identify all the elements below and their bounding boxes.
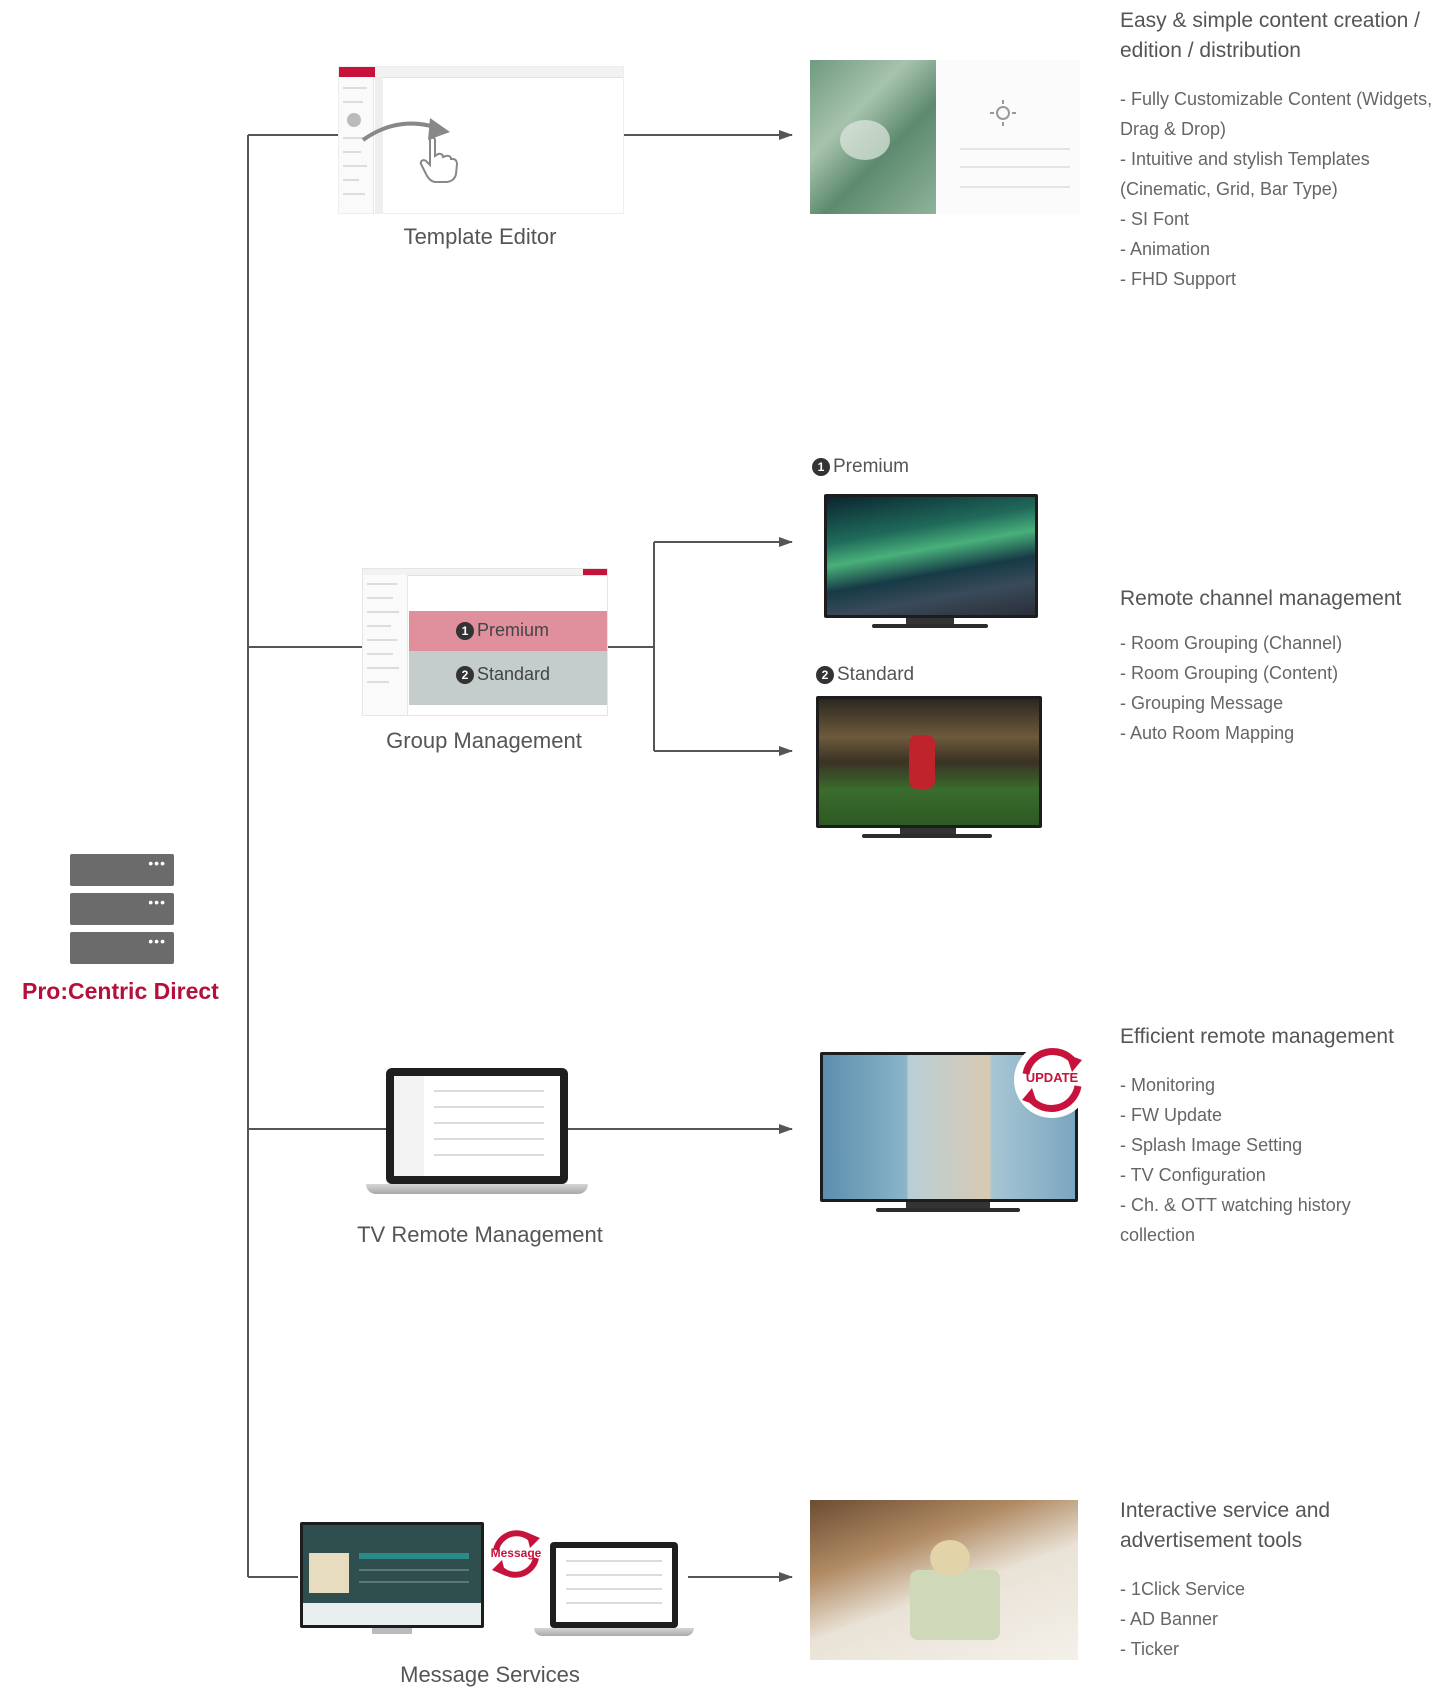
hand-pointer-icon [419, 136, 459, 183]
list-item: - Auto Room Mapping [1120, 723, 1295, 743]
feature-list-remote: - Monitoring - FW Update - Splash Image … [1120, 1070, 1360, 1250]
refresh-cycle-icon: UPDATE [1012, 1040, 1092, 1120]
group-management-screenshot [362, 568, 608, 716]
list-item: - AD Banner [1120, 1609, 1219, 1629]
list-item: - TV Configuration [1120, 1165, 1266, 1185]
list-item: - Intuitive and stylish Templates (Cinem… [1120, 149, 1370, 199]
template-editor-screenshot [338, 66, 624, 214]
brand-name: Pro:Centric Direct [22, 978, 219, 1004]
list-item: - Room Grouping (Channel) [1120, 633, 1343, 653]
update-badge-text: UPDATE [1025, 1070, 1079, 1085]
curved-arrow-icon [361, 118, 450, 142]
list-item: - Grouping Message [1120, 693, 1284, 713]
feature-heading-interactive: Interactive service and advertisement to… [1120, 1499, 1331, 1552]
feature-heading-remote: Efficient remote management [1120, 1025, 1394, 1048]
group-management-label: Group Management [386, 728, 582, 753]
list-item: - Ch. & OTT watching history collection [1120, 1195, 1351, 1245]
hotel-service-photo [810, 1500, 1078, 1660]
refresh-cycle-icon: Message [486, 1524, 546, 1584]
list-item: - Animation [1120, 239, 1211, 259]
list-item: - Fully Customizable Content (Widgets, D… [1120, 89, 1433, 139]
feature-list-channel: - Room Grouping (Channel) - Room Groupin… [1120, 628, 1449, 748]
list-item: - Splash Image Setting [1120, 1135, 1303, 1155]
message-badge-text: Message [490, 1546, 542, 1560]
list-item: - SI Font [1120, 209, 1190, 229]
tv-remote-management-label: TV Remote Management [357, 1222, 603, 1247]
list-item: - 1Click Service [1120, 1579, 1246, 1599]
message-services-label: Message Services [400, 1662, 580, 1687]
feature-heading-content: Easy & simple content creation / edition… [1120, 9, 1420, 62]
template-editor-label: Template Editor [403, 224, 557, 249]
list-item: - Ticker [1120, 1639, 1180, 1659]
list-item: - FW Update [1120, 1105, 1223, 1125]
list-item: - Room Grouping (Content) [1120, 663, 1339, 683]
feature-list-interactive: - 1Click Service - AD Banner - Ticker [1120, 1574, 1449, 1664]
feature-list-content: - Fully Customizable Content (Widgets, D… [1120, 84, 1449, 294]
template-output-screenshot [810, 60, 1080, 214]
feature-heading-channel: Remote channel management [1120, 587, 1402, 610]
list-item: - FHD Support [1120, 269, 1237, 289]
list-item: - Monitoring [1120, 1075, 1216, 1095]
